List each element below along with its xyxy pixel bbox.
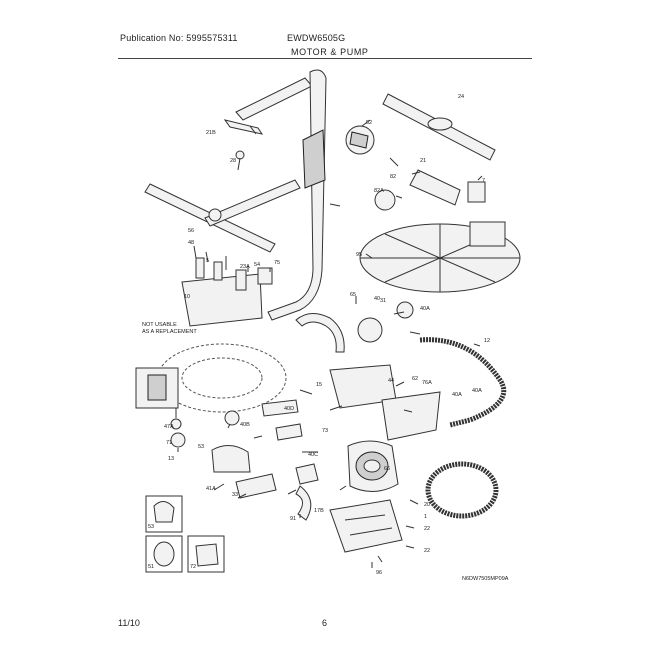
footer-date: 11/10: [118, 618, 140, 628]
part-label: 5: [206, 258, 209, 264]
part-label: 31: [380, 298, 386, 304]
note-replacement: AS A REPLACEMENT: [142, 329, 197, 335]
header-rule: [118, 58, 532, 59]
part-label: 40B: [240, 422, 250, 428]
part-label: 96: [376, 570, 382, 576]
part-label: 48: [188, 240, 194, 246]
drain-hose: [295, 313, 507, 428]
part-label: 7: [482, 178, 485, 184]
part-label: 47A: [164, 424, 174, 430]
seal-ring: [425, 461, 499, 519]
part-label: 51: [148, 564, 154, 570]
footer-page-number: 6: [322, 618, 328, 628]
part-label: 22: [424, 548, 430, 554]
part-label: 10: [184, 294, 190, 300]
upper-spray-arm: [223, 77, 313, 160]
part-label: 65: [350, 292, 356, 298]
part-label: 56: [188, 228, 194, 234]
part-label: 91: [290, 516, 296, 522]
part-label: 82A: [374, 188, 384, 194]
part-label: 53: [148, 524, 154, 530]
part-label: 52: [366, 120, 372, 126]
middle-spray-arm: [144, 179, 301, 253]
part-label: 21: [420, 158, 426, 164]
part-label: 76A: [422, 380, 432, 386]
leader-lines: [175, 119, 483, 568]
part-label: 40: [374, 296, 380, 302]
part-label: 72: [190, 564, 196, 570]
part-label: 21B: [206, 130, 216, 136]
part-labels: 24 21B 28 52 82 21 82A 7 95 56 48 10 5 2…: [148, 94, 490, 576]
part-label: 40A: [420, 306, 430, 312]
part-label: 40A: [452, 392, 462, 398]
part-label: 75: [274, 260, 280, 266]
motor: [347, 440, 399, 492]
model-number: EWDW6505G: [287, 33, 346, 43]
filter-disc: [359, 221, 521, 293]
part-label: 22: [424, 526, 430, 532]
part-label: 44: [388, 378, 394, 384]
part-label: 40A: [472, 388, 482, 394]
right-spray-arm: [345, 93, 496, 211]
publication-number: Publication No: 5995575311: [120, 33, 238, 43]
part-label: 41A: [206, 486, 216, 492]
part-label: 17B: [314, 508, 324, 514]
part-label: 23A: [240, 264, 250, 270]
part-label: 53: [198, 444, 204, 450]
pump-housing: [329, 301, 441, 441]
part-label: 54: [254, 262, 260, 268]
part-label: 13: [168, 456, 174, 462]
part-label: 95: [356, 252, 362, 258]
part-label: 66: [384, 466, 390, 472]
note-not-usable: NOT USABLE: [142, 322, 177, 328]
part-label: 1: [424, 514, 427, 520]
part-label: 62: [412, 376, 418, 382]
part-label: 12: [484, 338, 490, 344]
hose-fittings: [170, 399, 319, 521]
part-label: 40C: [308, 452, 318, 458]
section-title: MOTOR & PUMP: [291, 47, 369, 57]
part-label: 15: [316, 382, 322, 388]
part-label: 33: [232, 492, 238, 498]
part-label: 40D: [284, 406, 294, 412]
part-label: 28: [230, 158, 236, 164]
part-label: 20: [424, 502, 430, 508]
motor-bracket: [329, 499, 403, 553]
feed-tube: [267, 69, 327, 321]
part-label: 24: [458, 94, 464, 100]
figure-code: N6DW7505MP09A: [462, 576, 509, 582]
part-label: 82: [390, 174, 396, 180]
part-label: 71: [166, 440, 172, 446]
detail-insets: [145, 495, 225, 573]
part-label: 73: [322, 428, 328, 434]
sump-base: [135, 343, 287, 413]
nozzle-assembly: [181, 257, 273, 327]
